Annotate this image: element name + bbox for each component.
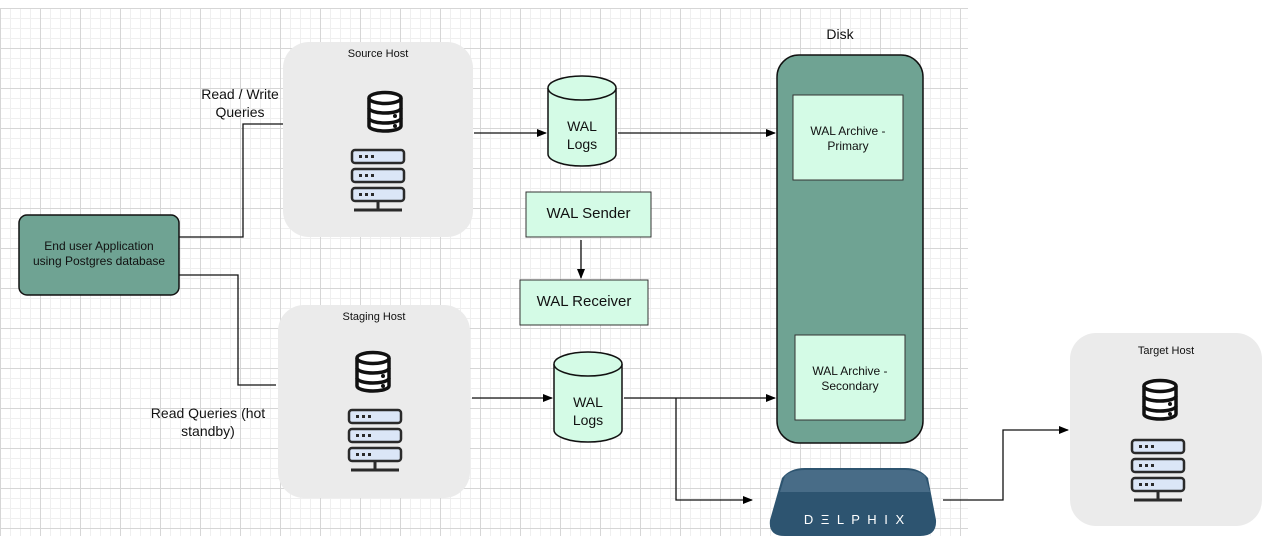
end-user-app-box	[18, 214, 180, 296]
wal-logs-bottom-line1: WAL	[573, 394, 603, 410]
read-queries-line2: standby)	[181, 422, 235, 439]
staging-host-box	[278, 305, 470, 498]
app-line1: End user Application	[44, 239, 154, 253]
wal-receiver-label: WAL Receiver	[536, 293, 632, 310]
staging-host-label: Staging Host	[342, 311, 406, 323]
wal-archive-secondary-box	[794, 334, 906, 421]
server-rack-icon	[347, 408, 403, 472]
archive-secondary-line1: WAL Archive -	[812, 364, 888, 378]
database-icon	[367, 90, 403, 133]
wal-logs-bottom-label: WAL Logs	[554, 394, 622, 429]
read-queries-label: Read Queries (hot standby)	[128, 405, 288, 440]
wal-logs-top-label: WAL Logs	[548, 118, 616, 153]
target-host-box	[1070, 333, 1262, 526]
wal-archive-primary-label: WAL Archive - Primary	[793, 124, 903, 154]
wal-logs-bottom-line2: Logs	[572, 411, 604, 428]
wal-logs-top-line1: WAL	[567, 118, 597, 134]
wal-logs-bottom-cylinder	[553, 351, 623, 443]
archive-primary-line1: WAL Archive -	[810, 124, 886, 138]
server-rack-icon	[350, 148, 406, 212]
wal-archive-primary-box	[792, 94, 904, 181]
wal-logs-top-cylinder	[547, 75, 617, 167]
read-write-label: Read / Write Queries	[180, 86, 300, 121]
target-host-label: Target Host	[1137, 345, 1195, 357]
end-user-app-label: End user Application using Postgres data…	[19, 239, 179, 269]
archive-primary-line2: Primary	[827, 139, 869, 153]
app-line2: using Postgres database	[32, 254, 166, 268]
read-queries-line1: Read Queries (hot	[150, 405, 266, 421]
read-write-line1: Read / Write	[201, 86, 279, 102]
wal-logs-top-line2: Logs	[566, 135, 598, 152]
wal-archive-secondary-label: WAL Archive - Secondary	[795, 364, 905, 394]
read-write-line2: Queries	[215, 103, 265, 120]
source-host-box	[283, 42, 473, 237]
database-icon	[355, 350, 391, 393]
source-host-label: Source Host	[347, 48, 409, 60]
wal-sender-label: WAL Sender	[546, 205, 631, 222]
disk-label: Disk	[826, 26, 854, 42]
wal-receiver-box	[519, 279, 649, 326]
wal-sender-box	[525, 191, 652, 238]
delphix-appliance-icon	[769, 468, 937, 536]
server-rack-icon	[1130, 438, 1186, 502]
delphix-logo-text: D Ξ L P H I X	[803, 512, 907, 527]
database-icon	[1142, 378, 1178, 421]
archive-secondary-line2: Secondary	[821, 379, 879, 393]
